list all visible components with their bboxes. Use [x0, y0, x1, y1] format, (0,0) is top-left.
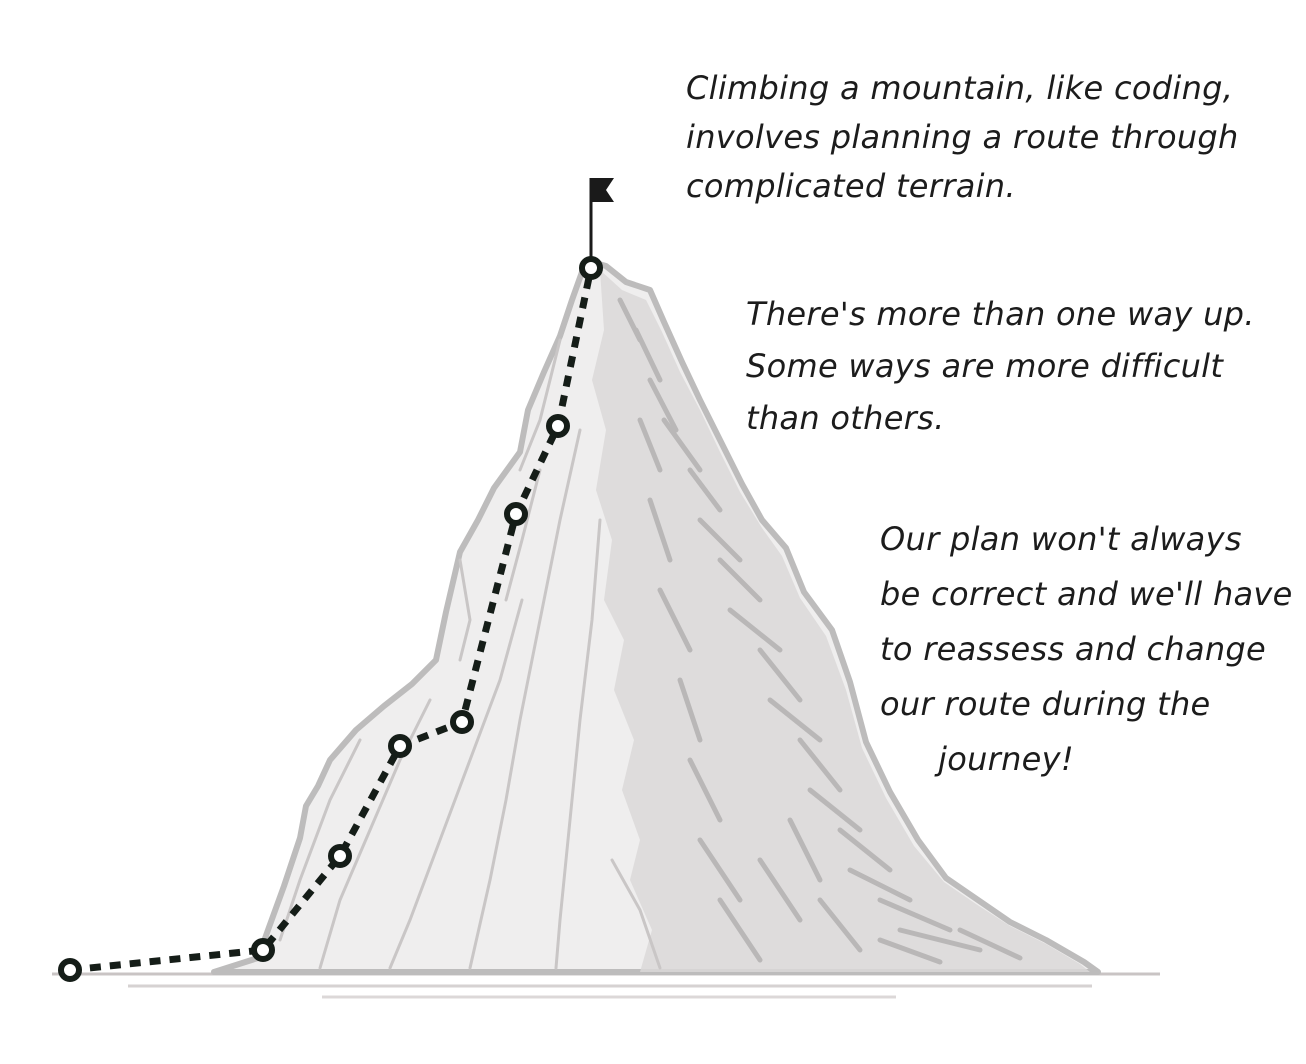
note-many-ways: There's more than one way up. Some ways … [746, 288, 1255, 444]
note-line: to reassess and change [880, 630, 1267, 668]
note-line: than others. [746, 399, 945, 437]
note-line: There's more than one way up. [746, 295, 1255, 333]
waypoint-start [58, 958, 82, 982]
mountain-hatching [617, 297, 1023, 965]
waypoint-6 [504, 502, 528, 526]
note-line: be correct and we'll have [880, 575, 1293, 613]
note-line: Climbing a mountain, like coding, [686, 69, 1234, 107]
waypoint-7 [546, 414, 570, 438]
waypoint-summit [579, 256, 603, 280]
note-line: complicated terrain. [686, 167, 1016, 205]
waypoint-circle-icon [58, 256, 603, 982]
note-planning: Climbing a mountain, like coding, involv… [686, 64, 1239, 211]
summit-flag-icon [589, 178, 614, 262]
note-line: Some ways are more difficult [746, 347, 1224, 385]
note-line: our route during the [880, 685, 1211, 723]
note-reassess: Our plan won't always be correct and we'… [880, 512, 1293, 787]
route-path [69, 267, 595, 974]
mountain-shadow-face [592, 270, 1090, 972]
note-line: involves planning a route through [686, 118, 1239, 156]
waypoint-5 [450, 710, 474, 734]
note-line: journey! [938, 740, 1075, 778]
waypoint-3 [328, 844, 352, 868]
waypoint-2 [251, 938, 275, 962]
route [58, 256, 603, 982]
waypoint-4 [388, 734, 412, 758]
note-line: Our plan won't always [880, 520, 1242, 558]
